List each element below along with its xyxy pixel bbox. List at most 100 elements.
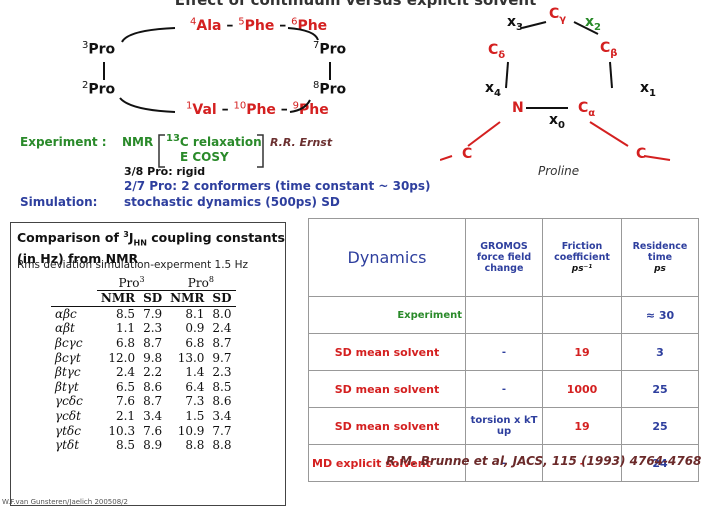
- proline-x4: x4: [485, 80, 501, 99]
- cell-value: 19: [542, 407, 622, 445]
- cell-value: 9.8: [143, 350, 163, 365]
- col-header: SD: [143, 291, 163, 306]
- cell-value: 2.3: [143, 321, 163, 336]
- row-label: MD explicit solvent: [308, 444, 466, 482]
- cell-value: 0.9: [185, 321, 205, 336]
- cell-value: 3.4: [212, 409, 232, 424]
- residue-pro2: 2Pro: [82, 80, 116, 98]
- cell-value: 2.4: [212, 321, 232, 336]
- col-force-field: GROMOS force field change: [465, 218, 543, 297]
- left-bracket: [158, 134, 165, 168]
- table-row: αβt 1.1 2.3 0.9 2.4: [51, 321, 236, 336]
- cell-value: 8.5: [115, 438, 136, 453]
- cell-value: 25: [621, 407, 699, 445]
- cell-value: 1000: [542, 370, 622, 408]
- cell-value: 8.7: [143, 336, 163, 351]
- residue-pro7: 7Pro: [313, 40, 347, 58]
- cell-value: 10.9: [177, 423, 205, 438]
- row-label: βtγt: [55, 379, 79, 394]
- cell-value: [542, 296, 622, 334]
- row-label: βcγt: [55, 350, 81, 365]
- ernst-credit: R.R. Ernst: [270, 136, 333, 149]
- cell-value: 7.9: [143, 306, 163, 321]
- row-label: γtδc: [55, 423, 81, 438]
- cell-value: 25: [621, 370, 699, 408]
- cell-value: 6.4: [185, 379, 205, 394]
- coupling-heading: Comparison of 3JHN coupling constants (i…: [17, 230, 285, 266]
- row-label: SD mean solvent: [308, 407, 466, 445]
- cell-value: 6.8: [185, 336, 205, 351]
- row-label: γcδt: [55, 409, 81, 424]
- cell-value: 8.8: [185, 438, 205, 453]
- cell-value: 8.7: [212, 336, 232, 351]
- group-pro8: Pro8: [166, 275, 236, 291]
- ecosy: E COSY: [180, 150, 229, 164]
- col-header: SD: [212, 291, 232, 306]
- col-header: NMR: [170, 291, 205, 306]
- row-label: βtγc: [55, 365, 81, 380]
- row-label: βcγc: [55, 336, 83, 351]
- rms-deviation: Rms deviation simulation-experment 1.5 H…: [17, 259, 248, 271]
- cell-value: 1.5: [185, 409, 205, 424]
- proline-c-left: C: [462, 146, 473, 162]
- cell-value: 12.0: [108, 350, 136, 365]
- peptide-ring-lines: [103, 27, 331, 113]
- simulation-text: stochastic dynamics (500ps) SD: [124, 195, 340, 209]
- proline-c-gamma: Cγ: [549, 6, 567, 25]
- row-label: Experiment: [308, 296, 466, 334]
- cell-value: 9.7: [212, 350, 232, 365]
- proline-c-delta: Cδ: [488, 42, 506, 61]
- pro27-conformers: 2/7 Pro: 2 conformers (time constant ~ 3…: [124, 179, 431, 193]
- c13-relaxation: 13C relaxation: [166, 133, 262, 149]
- experiment-nmr: NMR: [122, 135, 154, 149]
- page-title: Effect of continuum versus explicit solv…: [174, 0, 537, 9]
- right-bracket: [257, 134, 264, 168]
- row-label: γcδc: [55, 394, 83, 409]
- cell-value: 8.5: [115, 306, 136, 321]
- cell-value: ≈ 30: [621, 296, 699, 334]
- cell-value: 8.1: [185, 306, 205, 321]
- cell-value: 7.6: [143, 423, 163, 438]
- simulation-label: Simulation:: [20, 195, 98, 209]
- cell-value: 10.3: [108, 423, 136, 438]
- proline-c-right: C: [636, 146, 647, 162]
- cell-value: 8.0: [212, 306, 232, 321]
- proline-x3: x3: [507, 14, 523, 33]
- pro38-rigid: 3/8 Pro: rigid: [124, 165, 206, 178]
- cell-value: 2.2: [143, 365, 163, 380]
- dynamics-row: MD explicit solvent--24: [308, 444, 699, 482]
- proline-x2: x2: [585, 14, 601, 33]
- row-label: SD mean solvent: [308, 333, 466, 371]
- cell-value: 2.3: [212, 365, 232, 380]
- proline-n: N: [512, 100, 524, 116]
- cell-value: [465, 296, 543, 334]
- proline-x1: x1: [640, 80, 656, 99]
- cell-value: 13.0: [177, 350, 205, 365]
- cell-value: -: [465, 444, 543, 482]
- cell-value: 7.3: [185, 394, 205, 409]
- row-label: αβc: [55, 306, 77, 321]
- coupling-constants-panel: Comparison of 3JHN coupling constants (i…: [10, 222, 286, 506]
- cell-value: 1.1: [115, 321, 136, 336]
- row-label: γtδt: [55, 438, 80, 453]
- proline-label: Proline: [538, 164, 580, 178]
- cell-value: 3.4: [143, 409, 163, 424]
- cell-value: 8.7: [143, 394, 163, 409]
- cell-value: -: [465, 333, 543, 371]
- cell-value: 6.5: [115, 379, 136, 394]
- cell-value: 8.8: [212, 438, 232, 453]
- row-label: αβt: [55, 321, 75, 336]
- reference: R.M. Brunne et al, JACS, 115 (1993) 4764…: [386, 454, 702, 468]
- cell-value: 1.4: [185, 365, 205, 380]
- cell-value: -: [465, 370, 543, 408]
- proline-c-beta: Cβ: [600, 40, 618, 59]
- cell-value: 3: [621, 333, 699, 371]
